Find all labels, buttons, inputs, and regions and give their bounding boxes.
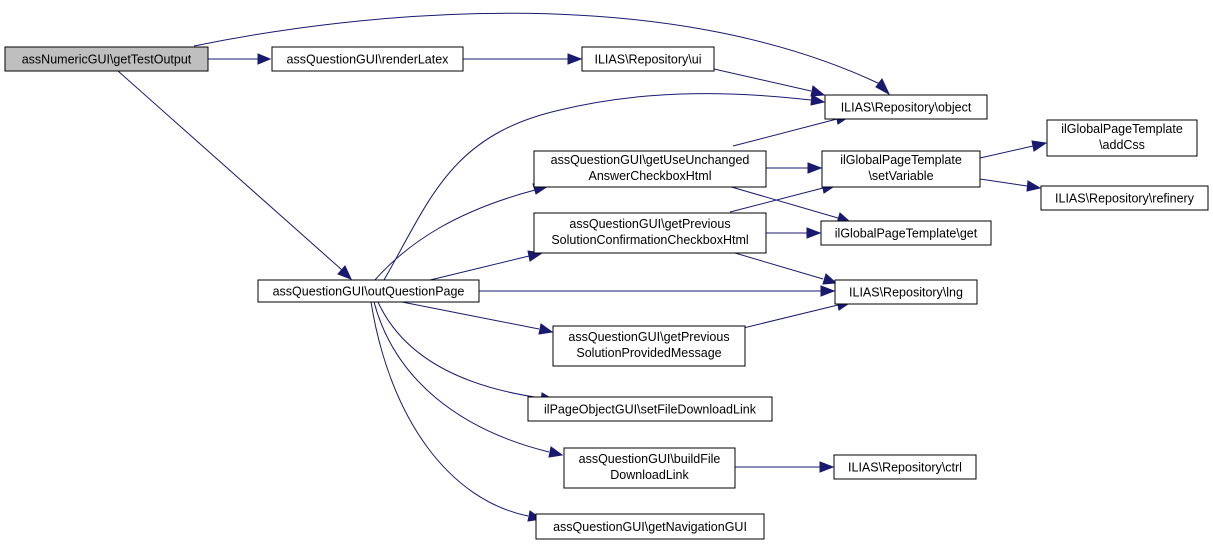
node-box: [581, 46, 715, 72]
edge-getUseUnchanged-get: [727, 185, 839, 219]
node-setFileDownloadLink[interactable]: ilPageObjectGUI\setFileDownloadLink: [527, 396, 773, 422]
arrowhead-addCss: [1031, 140, 1048, 152]
nodes-layer: assNumericGUI\getTestOutput assQuestionG…: [4, 46, 1209, 540]
node-label: ILIAS\Repository\lng: [849, 286, 963, 300]
node-outQuestionPage[interactable]: assQuestionGUI\outQuestionPage: [257, 279, 480, 303]
node-label-line2: SolutionConfirmationCheckboxHtml: [551, 233, 748, 247]
edge-getPrevConfirm-setVariable: [729, 187, 824, 213]
edge-outQuestionPage-getUseUnchanged: [373, 189, 536, 282]
edge-getUseUnchanged-object: [732, 118, 838, 147]
node-label-line1: ilGlobalPageTemplate: [1061, 122, 1183, 136]
edge-outQuestionPage-getPrevProvided: [401, 301, 540, 330]
node-getPrevConfirm[interactable]: assQuestionGUI\getPrevious SolutionConfi…: [533, 212, 767, 254]
node-box: [1040, 185, 1209, 211]
node-label-line2: SolutionProvidedMessage: [576, 346, 721, 360]
arrowhead-getPrevConfirm-get: [806, 227, 822, 239]
node-label: assQuestionGUI\renderLatex: [287, 53, 450, 67]
node-get[interactable]: ilGlobalPageTemplate\get: [820, 220, 992, 246]
node-box: [1046, 119, 1198, 157]
edge-getTestOutput-object: [193, 12, 881, 85]
edge-outQuestionPage-setFileDownloadLink: [377, 301, 542, 399]
node-getUseUnchanged[interactable]: assQuestionGUI\getUseUnchanged AnswerChe…: [533, 150, 767, 188]
edge-ui-object: [713, 68, 812, 92]
node-getNavigationGUI[interactable]: assQuestionGUI\getNavigationGUI: [535, 513, 765, 540]
node-box: [552, 325, 746, 367]
node-refinery[interactable]: ILIAS\Repository\refinery: [1040, 185, 1209, 211]
edge-outQuestionPage-buildFileDownloadLink: [373, 301, 550, 453]
node-object[interactable]: ILIAS\Repository\object: [824, 94, 988, 120]
node-getTestOutput[interactable]: assNumericGUI\getTestOutput: [4, 46, 209, 72]
node-label-line1: assQuestionGUI\getPrevious: [569, 217, 730, 231]
node-renderLatex[interactable]: assQuestionGUI\renderLatex: [271, 46, 464, 72]
arrowhead-object-top: [875, 78, 891, 96]
arrowhead-renderLatex: [257, 53, 272, 65]
node-box: [563, 447, 736, 489]
node-label-line1: assQuestionGUI\getPrevious: [568, 330, 729, 344]
arrowhead-getPrevConfirm-lng: [822, 273, 838, 285]
edge-getPrevProvided-lng: [734, 304, 839, 331]
node-box: [527, 396, 773, 422]
node-box: [833, 454, 977, 480]
arrowhead-getPrevProvided: [538, 323, 554, 335]
node-box: [533, 150, 767, 188]
arrowhead-refinery: [1026, 180, 1042, 192]
node-ctrl[interactable]: ILIAS\Repository\ctrl: [833, 454, 977, 480]
node-box: [271, 46, 464, 72]
arrowhead-outQuestionPage: [337, 265, 352, 280]
edge-setVariable-refinery: [979, 178, 1028, 187]
node-label: assNumericGUI\getTestOutput: [22, 53, 192, 67]
node-label-line1: ilGlobalPageTemplate: [840, 153, 962, 167]
node-getPrevProvided[interactable]: assQuestionGUI\getPrevious SolutionProvi…: [552, 325, 746, 367]
edge-getPrevConfirm-lng: [734, 252, 824, 280]
arrowhead-setVariable: [807, 162, 823, 174]
node-box: [834, 279, 978, 305]
node-label-line1: assQuestionGUI\getUseUnchanged: [551, 153, 750, 167]
node-label: ILIAS\Repository\refinery: [1055, 192, 1195, 206]
node-label: ILIAS\Repository\ctrl: [848, 461, 962, 475]
edge-setVariable-addCss: [979, 145, 1034, 159]
node-box: [824, 94, 988, 120]
node-box: [820, 220, 992, 246]
arrowhead-ctrl: [819, 461, 835, 473]
node-label-line1: assQuestionGUI\buildFile: [579, 452, 721, 466]
node-addCss[interactable]: ilGlobalPageTemplate \addCss: [1046, 119, 1198, 157]
node-label: ILIAS\Repository\ui: [595, 53, 702, 67]
node-label-line2: DownloadLink: [610, 468, 689, 482]
arrowhead-buildFileDownloadLink: [548, 446, 564, 458]
node-label-line2: \setVariable: [868, 169, 933, 183]
edge-outQuestionPage-object: [383, 93, 812, 281]
node-box: [4, 46, 209, 72]
arrowhead-ui-object: [810, 85, 826, 97]
arrowhead-ui: [567, 53, 583, 65]
node-label: ILIAS\Repository\object: [841, 101, 972, 115]
node-label-line2: AnswerCheckboxHtml: [589, 169, 712, 183]
node-setVariable[interactable]: ilGlobalPageTemplate \setVariable: [821, 150, 981, 188]
edge-getTestOutput-outQuestionPage: [117, 70, 343, 271]
node-label: assQuestionGUI\outQuestionPage: [273, 285, 465, 299]
node-box: [257, 279, 480, 303]
node-box: [535, 513, 765, 540]
edges-layer: [117, 12, 1048, 522]
edge-outQuestionPage-getPrevConfirm: [425, 255, 530, 282]
node-lng[interactable]: ILIAS\Repository\lng: [834, 279, 978, 305]
node-buildFileDownloadLink[interactable]: assQuestionGUI\buildFile DownloadLink: [563, 447, 736, 489]
arrowhead-outQuestionPage-lng: [820, 285, 836, 297]
edge-outQuestionPage-getNavigationGUI: [370, 301, 529, 517]
node-label: assQuestionGUI\getNavigationGUI: [553, 520, 747, 534]
node-label: ilGlobalPageTemplate\get: [835, 227, 978, 241]
node-label-line2: \addCss: [1099, 138, 1145, 152]
node-box: [821, 150, 981, 188]
node-label: ilPageObjectGUI\setFileDownloadLink: [544, 403, 757, 417]
arrowhead-outQuestionPage-object: [810, 94, 826, 106]
node-box: [533, 212, 767, 254]
node-ui[interactable]: ILIAS\Repository\ui: [581, 46, 715, 72]
